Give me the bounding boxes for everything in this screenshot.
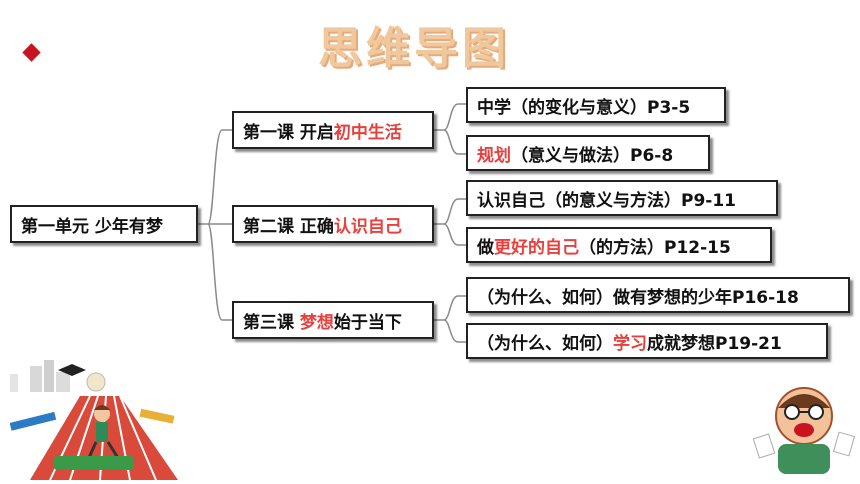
highlight-text: 学习	[613, 333, 647, 354]
label-text: 中学（的变化与意义）P3-5	[477, 97, 691, 118]
label-text: 成就梦想P19-21	[647, 333, 782, 354]
topic-node-2-1: 认识自己（的意义与方法）P9-11	[466, 180, 778, 216]
label-text: 第三课	[243, 312, 300, 333]
page-title: 思维导图	[318, 23, 510, 74]
label-text: （为什么、如何）	[477, 333, 613, 354]
root-label: 第一单元 少年有梦	[21, 216, 163, 237]
label-text: 始于当下	[333, 312, 402, 333]
highlight-text: 规划	[477, 145, 511, 166]
topic-node-1-2: 规划（意义与做法）P6-8	[466, 135, 710, 171]
highlight-text: 梦想	[299, 312, 334, 333]
label-text: 认识自己（的意义与方法）P9-11	[477, 190, 737, 211]
label-text: （的方法）P12-15	[579, 237, 731, 258]
lesson-node-1: 第一课 开启初中生活	[232, 111, 434, 149]
topic-node-3-2: （为什么、如何）学习成就梦想P19-21	[466, 323, 828, 359]
shouting-teacher-illustration	[752, 387, 856, 474]
label-text: （意义与做法）P6-8	[511, 145, 674, 166]
lesson-node-2: 第二课 正确认识自己	[232, 205, 434, 243]
highlight-text: 更好的自己	[494, 237, 579, 258]
label-text: 第二课 正确	[243, 216, 334, 237]
highlight-text: 初中生活	[333, 122, 402, 143]
root-node: 第一单元 少年有梦	[10, 205, 198, 243]
lesson-node-3: 第三课 梦想始于当下	[232, 301, 434, 339]
label-text: 第一课 开启	[243, 122, 334, 143]
topic-node-2-2: 做更好的自己（的方法）P12-15	[466, 227, 772, 263]
highlight-text: 认识自己	[333, 216, 402, 237]
label-text: 做	[477, 237, 494, 258]
topic-node-3-1: （为什么、如何）做有梦想的少年P16-18	[466, 277, 850, 313]
student-runner-illustration	[10, 360, 178, 480]
topic-node-1-1: 中学（的变化与意义）P3-5	[466, 87, 726, 123]
label-text: （为什么、如何）做有梦想的少年P16-18	[477, 287, 799, 308]
